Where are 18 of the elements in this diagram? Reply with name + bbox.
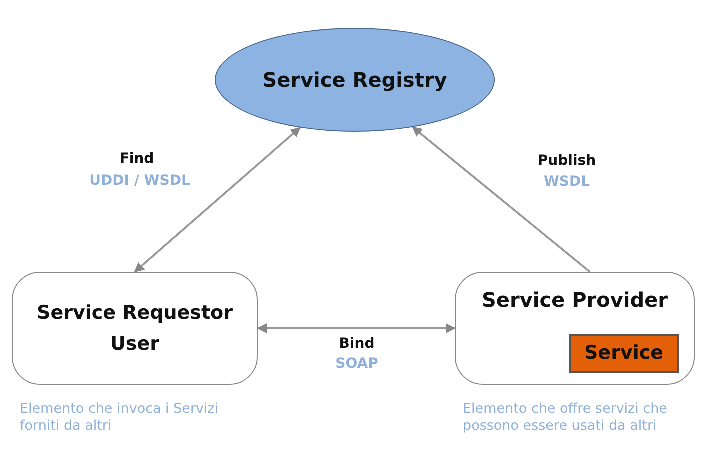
edge-label: Find [118,151,156,167]
arrow [134,127,301,273]
arrow [257,324,456,334]
service-box [569,334,679,373]
arrow [412,126,591,273]
node-label: Service Registry [262,67,448,94]
protocol-label: WSDL [542,174,592,190]
node-label: Service Requestor User [36,301,234,356]
protocol-label: SOAP [334,356,380,372]
node-label: Service Provider [482,286,668,314]
protocol-label: UDDI / WSDL [88,173,192,189]
edge-label: Publish [536,153,598,169]
rounded-box [12,272,258,385]
node-label: Service [584,341,664,366]
description-text: Elemento che invoca i Servizi forniti da altri [20,401,220,435]
rounded-box [455,272,695,385]
edge-label: Bind [338,336,376,352]
description-text: Elemento che offre servizi che possono essere usati da altri [463,401,668,435]
